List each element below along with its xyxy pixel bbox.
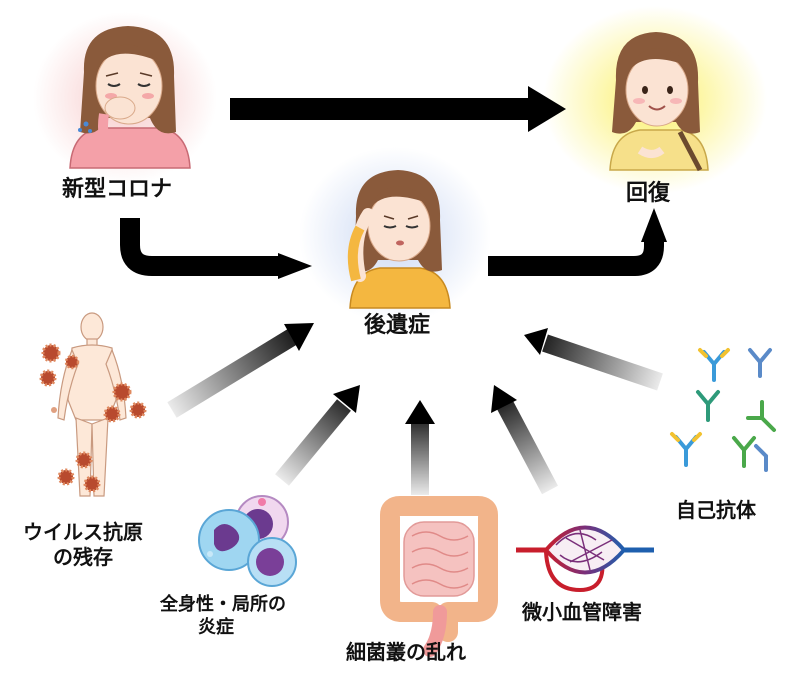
antibody-illustration <box>670 348 776 472</box>
inflammation-arrow <box>275 385 360 486</box>
recovery-label: 回復 <box>626 181 671 206</box>
viral-antigen-arrow <box>167 323 314 418</box>
viral-antigen-label: ウイルス抗原 の残存 <box>8 520 158 570</box>
virus-particles <box>39 343 147 493</box>
covid-to-recovery-arrow <box>230 86 566 132</box>
viral-antigen-line2: の残存 <box>53 545 113 569</box>
inflammation-label: 全身性・局所の 炎症 <box>160 594 286 639</box>
body-virus-illustration <box>39 312 147 497</box>
intestine-illustration <box>380 496 498 657</box>
inflammation-line1: 全身性・局所の <box>160 594 286 615</box>
long-covid-label: 後遺症 <box>364 313 431 338</box>
long-covid-illustration <box>347 170 451 309</box>
viral-antigen-line1: ウイルス抗原 <box>23 520 143 544</box>
microvascular-illustration <box>516 525 654 593</box>
inflammation-line2: 炎症 <box>198 616 234 638</box>
microvascular-label: 微小血管障害 <box>522 600 642 624</box>
recovered-illustration <box>609 32 709 172</box>
covid-patient-illustration <box>69 26 191 169</box>
immune-cells-illustration <box>198 495 297 587</box>
microbiome-arrow <box>405 400 435 495</box>
microvascular-arrow <box>491 385 558 495</box>
covid-to-long-covid-arrow <box>120 218 312 279</box>
long-covid-to-recovery-arrow <box>488 208 667 276</box>
microbiome-label: 細菌叢の乱れ <box>346 640 466 664</box>
covid-label: 新型コロナ <box>62 177 173 202</box>
autoantibody-arrow <box>524 328 663 391</box>
autoantibody-label: 自己抗体 <box>676 498 756 522</box>
